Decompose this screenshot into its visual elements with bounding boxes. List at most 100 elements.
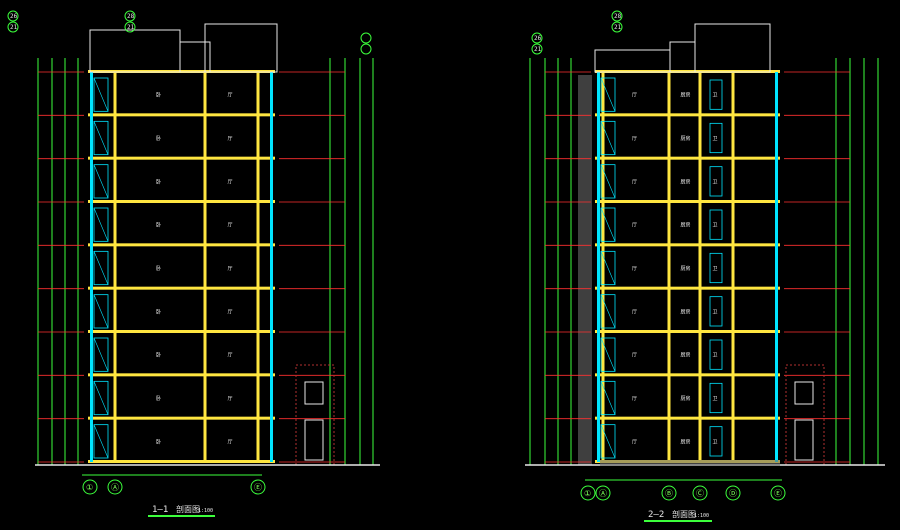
window-frame-diagonal: [93, 251, 109, 285]
axis-label: Ⓔ: [774, 489, 782, 498]
room-label: 厅: [228, 223, 233, 229]
floor-slab: [595, 156, 780, 160]
bathroom-fixture: [709, 296, 723, 327]
right-dimension-chain: [329, 58, 374, 465]
floor-slab: [595, 330, 780, 333]
room-label: 卫: [713, 93, 718, 99]
axis-label: Ⓓ: [729, 489, 737, 498]
room-label: 厅: [228, 136, 233, 142]
room-label: 卫: [713, 439, 718, 445]
room-label: 厨房: [681, 308, 691, 315]
room-label: 卫: [713, 223, 718, 229]
floor-slab: [595, 243, 780, 247]
floor-slab: [88, 330, 275, 333]
axis-label: Ⓑ: [665, 489, 673, 498]
window-frame-diagonal: [600, 251, 616, 285]
window-frame: [93, 424, 109, 459]
room-label: 厅: [632, 136, 637, 142]
callout-label: 21: [127, 24, 135, 31]
room-label: 厅: [228, 93, 233, 99]
room-label: 卫: [713, 136, 718, 142]
window-glazing-right: [775, 72, 778, 462]
section-1-1-drawing: 卧厅卧厅卧厅卧厅卧厅卧厅卧厅卧厅卧厅 26 21 28 21: [7, 10, 380, 517]
floor-slab: [88, 460, 275, 463]
room-label: 厅: [632, 223, 637, 229]
room-label: 厅: [228, 396, 233, 402]
room-label: 卧: [156, 265, 161, 272]
section-title: 1—1 剖面图 1:100: [148, 504, 215, 517]
room-label: 厅: [632, 93, 637, 99]
window-frame: [600, 120, 616, 156]
window-frame: [93, 120, 109, 156]
room-label: 厨房: [681, 395, 691, 402]
window-frame-diagonal: [600, 381, 616, 415]
axis-label: ①: [86, 483, 93, 492]
room-label: 厨房: [681, 92, 691, 99]
window-frame: [600, 294, 616, 329]
wall-column: [698, 72, 702, 462]
window-glazing-right: [270, 72, 273, 462]
window-frame-diagonal: [600, 207, 616, 242]
window-frame: [600, 250, 616, 286]
room-label: 卫: [713, 309, 718, 315]
room-label: 厅: [228, 266, 233, 272]
bathroom-fixture: [709, 79, 723, 110]
bathroom-fixture: [709, 166, 723, 197]
floor-slab: [595, 286, 780, 290]
wall-column: [731, 72, 735, 462]
window-glazing-left: [90, 72, 93, 462]
wall-column: [667, 72, 671, 462]
wall-column: [113, 72, 117, 462]
axis-label: Ⓐ: [599, 489, 607, 498]
room-label: 厅: [228, 439, 233, 445]
window-frame-diagonal: [93, 337, 109, 372]
bathroom-fixture: [709, 382, 723, 414]
floor-slab: [595, 113, 780, 117]
room-label: 卧: [156, 438, 161, 445]
axis-markers: ① Ⓐ Ⓔ: [82, 474, 266, 495]
room-label: 厅: [632, 353, 637, 359]
floor-slab: [88, 200, 275, 203]
callout-label: 28: [614, 13, 622, 20]
room-label: 卧: [156, 352, 161, 359]
window-glazing-left: [597, 72, 600, 462]
left-dimension-chain: [529, 58, 572, 465]
room-label: 卧: [156, 178, 161, 185]
room-label: 厅: [632, 266, 637, 272]
callout-label: 26: [10, 13, 18, 20]
floor-slab: [595, 373, 780, 377]
roof-parapet: [594, 23, 771, 73]
room-label: 厨房: [681, 222, 691, 229]
room-label: 厨房: [681, 265, 691, 272]
window-frame: [600, 380, 616, 416]
floor-slab: [88, 156, 275, 160]
bathroom-fixture: [709, 209, 723, 240]
room-label: 卫: [713, 353, 718, 359]
window-frame-diagonal: [93, 381, 109, 415]
room-label: 厅: [632, 309, 637, 315]
section-title-suffix: 剖面图: [672, 509, 696, 519]
window-frame: [600, 207, 616, 242]
room-label: 厨房: [681, 438, 691, 445]
room-label: 厅: [632, 396, 637, 402]
window-frame: [93, 250, 109, 286]
axis-label: Ⓐ: [111, 483, 119, 492]
floor-slab: [88, 286, 275, 290]
callout-label: 26: [534, 35, 542, 42]
floor-slab: [595, 416, 780, 420]
callout-label: 21: [614, 24, 622, 31]
bathroom-fixture: [709, 426, 723, 457]
room-label: 厅: [228, 179, 233, 185]
room-label: 厅: [632, 179, 637, 185]
room-label: 卫: [713, 266, 718, 272]
floor-slab: [88, 113, 275, 117]
window-frame: [93, 207, 109, 242]
section-scale: 1:100: [198, 508, 213, 514]
left-dimension-chain: [37, 58, 79, 465]
bathroom-fixture: [709, 252, 723, 284]
section-title: 2—2 剖面图 1:100: [644, 509, 712, 522]
window-frame-diagonal: [93, 77, 109, 112]
room-label: 厨房: [681, 135, 691, 142]
window-frame-diagonal: [93, 424, 109, 459]
